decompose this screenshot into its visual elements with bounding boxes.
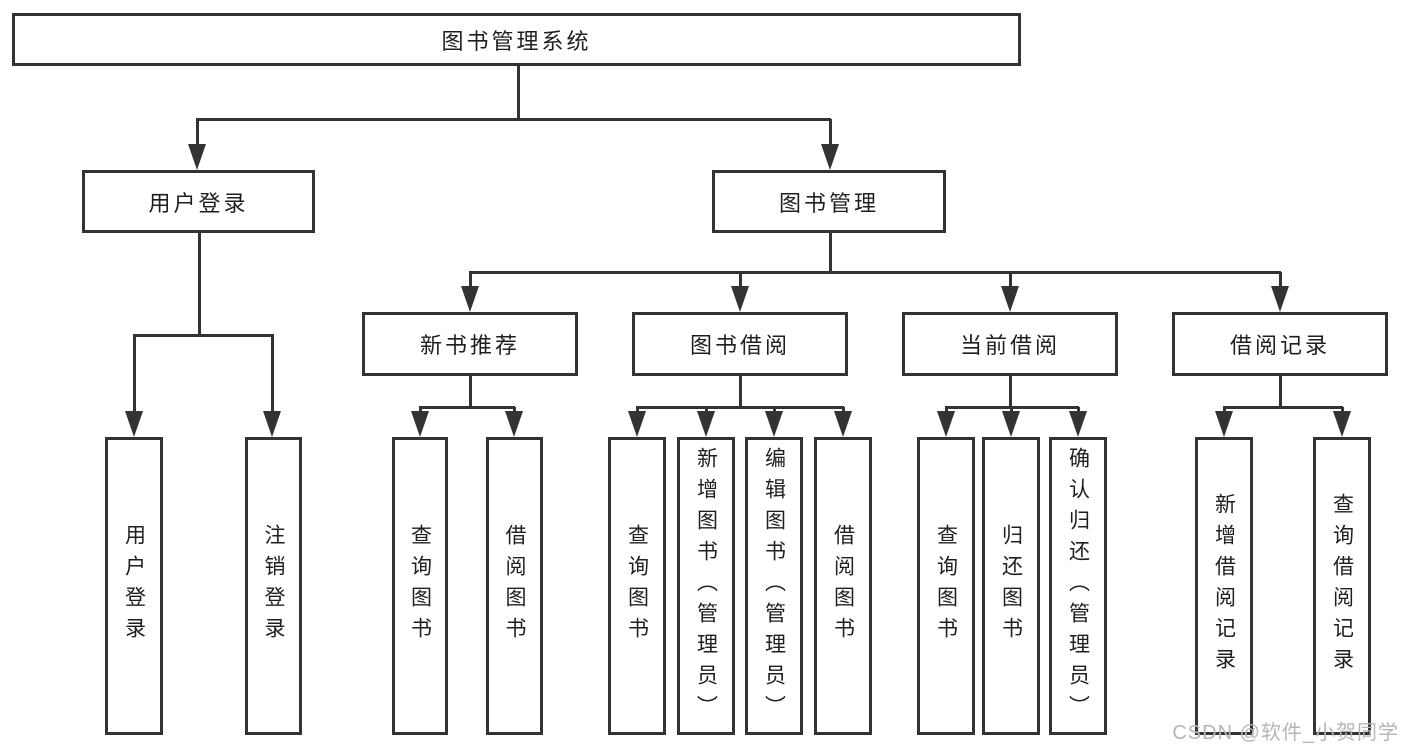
- connector-vline: [738, 376, 742, 409]
- arrow-down-icon: [697, 411, 715, 437]
- leaf-label: 用户登录: [122, 524, 146, 648]
- arrow-down-icon: [628, 411, 646, 437]
- node-label: 新书推荐: [419, 333, 520, 358]
- connector-vline: [197, 233, 201, 336]
- connector-vline: [270, 335, 274, 414]
- connector-vline: [828, 233, 832, 274]
- connector-vline: [1009, 407, 1013, 414]
- arrow-down-icon: [1215, 411, 1233, 437]
- node-label: 图书管理系统: [441, 28, 592, 54]
- connector-vline: [1278, 272, 1282, 290]
- connector-vline: [635, 407, 639, 414]
- connector-vline: [704, 407, 708, 414]
- leaf-confirm-return-admin: 确认归还（管理员）: [1049, 437, 1107, 735]
- connector-vline: [944, 407, 948, 414]
- arrow-down-icon: [1002, 411, 1020, 437]
- arrow-down-icon: [1001, 286, 1019, 312]
- connector-vline: [841, 407, 845, 414]
- node-label: 用户登录: [148, 190, 249, 216]
- leaf-edit-books-admin: 编辑图书（管理员）: [745, 437, 803, 735]
- leaf-add-borrow-record: 新增借阅记录: [1195, 437, 1253, 735]
- leaf-query-borrow-record: 查询借阅记录: [1313, 437, 1371, 735]
- node-book-management: 图书管理: [712, 170, 946, 233]
- leaf-query-books-borrowing: 查询图书: [608, 437, 666, 735]
- connector-hline: [636, 405, 844, 409]
- leaf-return-books: 归还图书: [982, 437, 1040, 735]
- leaf-label: 注销登录: [262, 524, 285, 648]
- leaf-label: 借阅图书: [503, 524, 526, 648]
- connector-vline: [1076, 407, 1080, 414]
- connector-hline: [469, 270, 1281, 274]
- leaf-query-books-current: 查询图书: [917, 437, 975, 735]
- leaf-label: 确认归还（管理员）: [1066, 446, 1090, 726]
- node-label: 图书管理: [778, 190, 879, 216]
- arrow-down-icon: [765, 411, 783, 437]
- connector-hline: [945, 405, 1079, 409]
- connector-vline: [1340, 407, 1344, 414]
- leaf-label: 新增借阅记录: [1212, 493, 1236, 679]
- arrow-down-icon: [188, 144, 206, 170]
- arrow-down-icon: [1069, 411, 1087, 437]
- connector-vline: [468, 272, 472, 290]
- connector-vline: [828, 119, 832, 148]
- leaf-label: 新增图书（管理员）: [694, 446, 718, 726]
- arrow-down-icon: [937, 411, 955, 437]
- connector-hline: [419, 405, 515, 409]
- watermark: CSDN @软件_小贺同学: [1172, 722, 1399, 744]
- connector-hline: [133, 333, 274, 337]
- node-label: 借阅记录: [1229, 333, 1330, 358]
- connector-vline: [468, 376, 472, 409]
- connector-vline: [1008, 272, 1012, 290]
- leaf-query-books-recommend: 查询图书: [392, 437, 448, 735]
- leaf-label: 借阅图书: [831, 524, 855, 648]
- connector-vline: [772, 407, 776, 414]
- connector-vline: [1008, 376, 1012, 409]
- leaf-label: 归还图书: [999, 524, 1023, 648]
- connector-vline: [738, 272, 742, 290]
- node-new-book-recommend: 新书推荐: [362, 312, 578, 376]
- arrow-down-icon: [1333, 411, 1351, 437]
- connector-vline: [1278, 376, 1282, 409]
- leaf-label: 查询图书: [625, 524, 649, 648]
- leaf-user-login: 用户登录: [105, 437, 163, 735]
- node-current-borrowing: 当前借阅: [902, 312, 1118, 376]
- connector-vline: [195, 119, 199, 148]
- node-user-login: 用户登录: [82, 170, 315, 233]
- arrow-down-icon: [505, 411, 523, 437]
- connector-vline: [516, 66, 520, 119]
- connector-vline: [1222, 407, 1226, 414]
- arrow-down-icon: [461, 286, 479, 312]
- connector-hline: [196, 117, 831, 121]
- arrow-down-icon: [821, 144, 839, 170]
- arrow-down-icon: [411, 411, 429, 437]
- node-label: 图书借阅: [689, 333, 790, 358]
- connector-vline: [512, 407, 516, 414]
- arrow-down-icon: [1271, 286, 1289, 312]
- leaf-logout: 注销登录: [245, 437, 302, 735]
- node-book-borrowing: 图书借阅: [632, 312, 848, 376]
- arrow-down-icon: [834, 411, 852, 437]
- node-library-system: 图书管理系统: [12, 13, 1021, 66]
- arrow-down-icon: [731, 286, 749, 312]
- leaf-label: 查询图书: [934, 524, 958, 648]
- arrow-down-icon: [125, 411, 143, 437]
- connector-vline: [132, 335, 136, 414]
- leaf-label: 编辑图书（管理员）: [762, 446, 786, 726]
- leaf-borrow-books-recommend: 借阅图书: [486, 437, 543, 735]
- leaf-label: 查询图书: [408, 524, 432, 648]
- node-label: 当前借阅: [959, 333, 1060, 358]
- arrow-down-icon: [263, 411, 281, 437]
- leaf-label: 查询借阅记录: [1330, 493, 1354, 679]
- connector-vline: [418, 407, 422, 414]
- node-borrowing-records: 借阅记录: [1172, 312, 1388, 376]
- leaf-add-books-admin: 新增图书（管理员）: [677, 437, 735, 735]
- connector-hline: [1223, 405, 1343, 409]
- leaf-borrow-books: 借阅图书: [814, 437, 872, 735]
